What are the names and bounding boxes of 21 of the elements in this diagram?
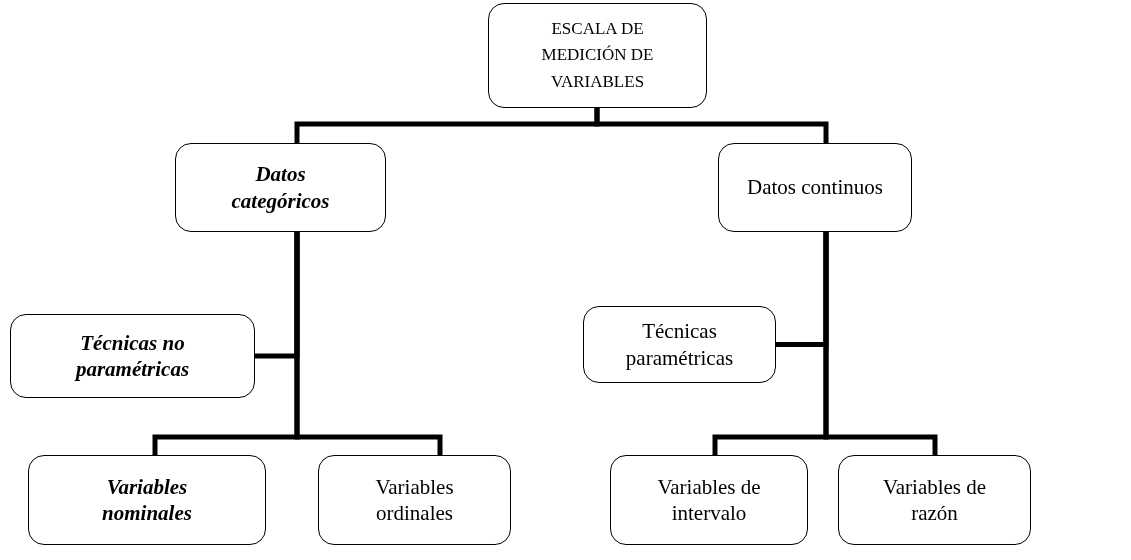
box-label: Variables de intervalo xyxy=(656,473,762,527)
connector-line xyxy=(594,108,829,143)
rounded-box xyxy=(610,455,808,545)
box-label: Datos categóricos xyxy=(230,161,331,214)
rounded-box xyxy=(10,314,255,398)
rounded-box xyxy=(488,3,707,108)
box-label: Técnicas paramétricas xyxy=(624,318,735,371)
box-label: Técnicas no paramétricas xyxy=(73,329,191,383)
connector-line xyxy=(823,232,938,455)
box-label: Variables ordinales xyxy=(374,473,455,527)
rounded-box xyxy=(175,143,386,232)
box-label: Variables de razón xyxy=(881,473,988,527)
rounded-box xyxy=(583,306,776,383)
box-label: Variables nominales xyxy=(101,473,193,527)
box-label: ESCALA DE MEDICIÓN DE VARIABLES xyxy=(540,18,655,93)
rounded-box xyxy=(318,455,511,545)
rounded-box xyxy=(838,455,1031,545)
rounded-box xyxy=(28,455,266,545)
rounded-box xyxy=(718,143,912,232)
connector-line xyxy=(294,232,443,455)
box-label: Datos continuos xyxy=(747,174,883,201)
